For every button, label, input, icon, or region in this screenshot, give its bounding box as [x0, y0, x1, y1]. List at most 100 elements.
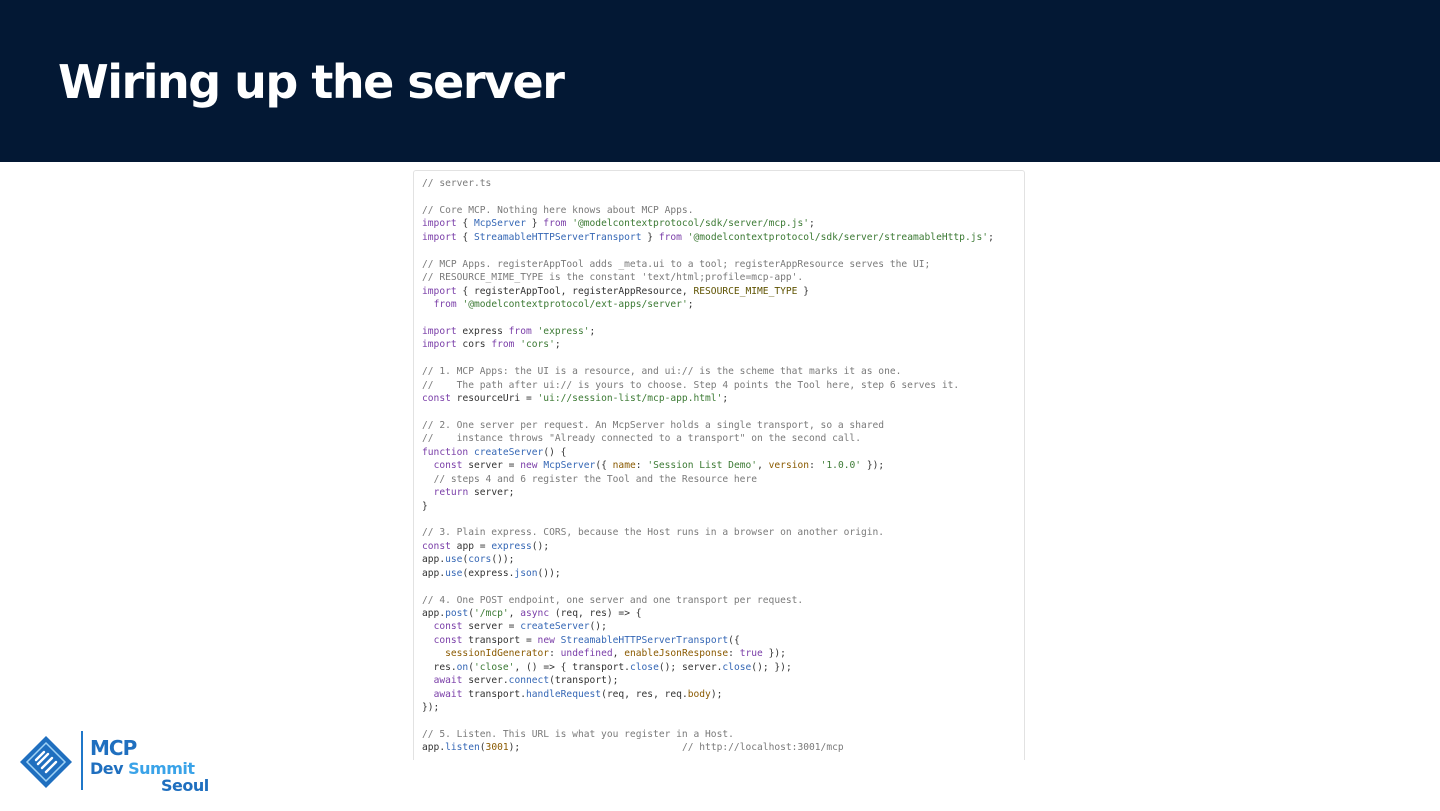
- code-line: import { registerAppTool, registerAppRes…: [422, 285, 1024, 298]
- code-token: // RESOURCE_MIME_TYPE is the constant 't…: [422, 272, 804, 284]
- code-token: ();: [589, 621, 607, 633]
- code-token: from: [433, 298, 457, 310]
- code-token: ({: [728, 634, 740, 646]
- code-token: express: [456, 325, 509, 337]
- code-token: [422, 460, 434, 471]
- code-token: ;: [589, 325, 596, 337]
- code-line: // MCP Apps. registerAppTool adds _meta.…: [422, 258, 1024, 271]
- code-token: (); server.: [658, 661, 723, 673]
- code-token: const: [433, 460, 463, 472]
- code-token: new: [537, 634, 555, 646]
- code-token: (: [479, 742, 486, 754]
- code-token: 'close': [474, 661, 515, 673]
- code-token: );: [508, 742, 682, 754]
- code-line: // 3. Plain express. CORS, because the H…: [422, 526, 1024, 539]
- logo-divider: [81, 731, 83, 790]
- code-token: McpServer: [543, 460, 596, 472]
- code-token: '/mcp': [474, 608, 509, 619]
- logo-text-seoul: Seoul: [161, 776, 209, 795]
- code-line: ​: [422, 311, 1024, 324]
- code-token: '@modelcontextprotocol/sdk/server/mcp.js…: [572, 218, 810, 230]
- code-token: (); });: [751, 661, 792, 673]
- code-token: // 5. Listen. This URL is what you regis…: [422, 728, 734, 740]
- code-token: StreamableHTTPServerTransport: [560, 634, 729, 646]
- code-token: StreamableHTTPServerTransport: [473, 231, 642, 243]
- code-token: });: [422, 702, 440, 714]
- code-line: from '@modelcontextprotocol/ext-apps/ser…: [422, 298, 1024, 311]
- code-token: }: [797, 285, 810, 297]
- code-line: ​: [422, 405, 1024, 418]
- code-token: on: [456, 661, 469, 673]
- code-token: import: [422, 285, 457, 297]
- code-token: }: [422, 500, 428, 512]
- code-token: 3001: [485, 742, 509, 754]
- code-token: (express.: [462, 567, 515, 579]
- code-line: ​: [422, 190, 1024, 203]
- code-token: connect: [508, 675, 550, 687]
- code-line: function createServer() {: [422, 446, 1024, 459]
- code-token: () {: [543, 446, 567, 458]
- code-line: app.use(cors());: [422, 553, 1024, 566]
- code-token: [422, 621, 434, 632]
- code-token: // http://localhost:3001/mcp: [681, 742, 844, 754]
- code-token: }: [641, 231, 659, 243]
- code-token: sessionIdGenerator: [445, 648, 550, 660]
- code-line: });: [422, 701, 1024, 714]
- code-line: sessionIdGenerator: undefined, enableJso…: [422, 647, 1024, 660]
- code-token: server;: [468, 487, 515, 499]
- code-token: import: [422, 218, 457, 230]
- code-line: res.on('close', () => { transport.close(…: [422, 661, 1024, 674]
- code-token: return: [433, 487, 469, 499]
- code-token: body: [687, 688, 711, 700]
- code-token: { registerAppTool, registerAppResource,: [456, 285, 694, 297]
- code-token: (req, res, req.: [601, 688, 688, 700]
- code-token: [422, 474, 434, 485]
- code-panel: // server.ts​// Core MCP. Nothing here k…: [413, 170, 1025, 760]
- code-token: app =: [450, 540, 492, 552]
- code-token: await: [433, 675, 463, 687]
- code-token: server =: [462, 621, 521, 633]
- code-token: // The path after ui:// is yours to choo…: [422, 379, 960, 391]
- code-token: RESOURCE_MIME_TYPE: [693, 285, 798, 297]
- code-token: new: [520, 460, 538, 472]
- code-token: res.: [422, 661, 457, 673]
- code-token: transport =: [462, 634, 538, 646]
- code-token: // instance throws "Already connected to…: [422, 433, 861, 445]
- code-token: undefined: [560, 648, 613, 660]
- code-token: // 4. One POST endpoint, one server and …: [422, 594, 804, 606]
- code-line: const server = createServer();: [422, 620, 1024, 633]
- code-line: import cors from 'cors';: [422, 338, 1024, 351]
- code-token: resourceUri =: [450, 393, 538, 404]
- code-token: async: [520, 608, 550, 619]
- code-token: from: [508, 325, 532, 337]
- code-token: [422, 648, 445, 659]
- code-token: // 1. MCP Apps: the UI is a resource, an…: [422, 366, 902, 378]
- mcp-dev-summit-logo: MCP Dev Summit Seoul: [18, 730, 218, 796]
- code-token: transport.: [462, 688, 526, 700]
- code-token: );: [710, 688, 723, 700]
- code-token: ;: [722, 393, 729, 404]
- code-token: await: [433, 688, 463, 700]
- code-token: const: [433, 621, 463, 633]
- code-token: // Core MCP. Nothing here knows about MC…: [422, 204, 694, 216]
- code-line: // 4. One POST endpoint, one server and …: [422, 594, 1024, 607]
- code-token: ();: [531, 540, 550, 552]
- code-token: });: [762, 648, 786, 660]
- code-token: 'cors': [520, 339, 555, 351]
- code-line: import express from 'express';: [422, 325, 1024, 338]
- code-token: ,: [612, 648, 625, 660]
- code-token: {: [456, 231, 474, 243]
- code-line: // The path after ui:// is yours to choo…: [422, 379, 1024, 392]
- code-line: import { StreamableHTTPServerTransport }…: [422, 231, 1024, 244]
- code-token: ;: [554, 339, 561, 351]
- logo-text-dev: Dev: [90, 759, 129, 778]
- code-line: // 2. One server per request. An McpServ…: [422, 419, 1024, 432]
- code-token: app.: [422, 567, 446, 579]
- code-line: app.use(express.json());: [422, 567, 1024, 580]
- page-title: Wiring up the server: [58, 55, 565, 109]
- code-token: use: [445, 567, 463, 579]
- code-token: }: [525, 218, 544, 230]
- code-line: const transport = new StreamableHTTPServ…: [422, 634, 1024, 647]
- code-token: createServer: [474, 446, 544, 458]
- code-token: 'Session List Demo': [647, 460, 758, 472]
